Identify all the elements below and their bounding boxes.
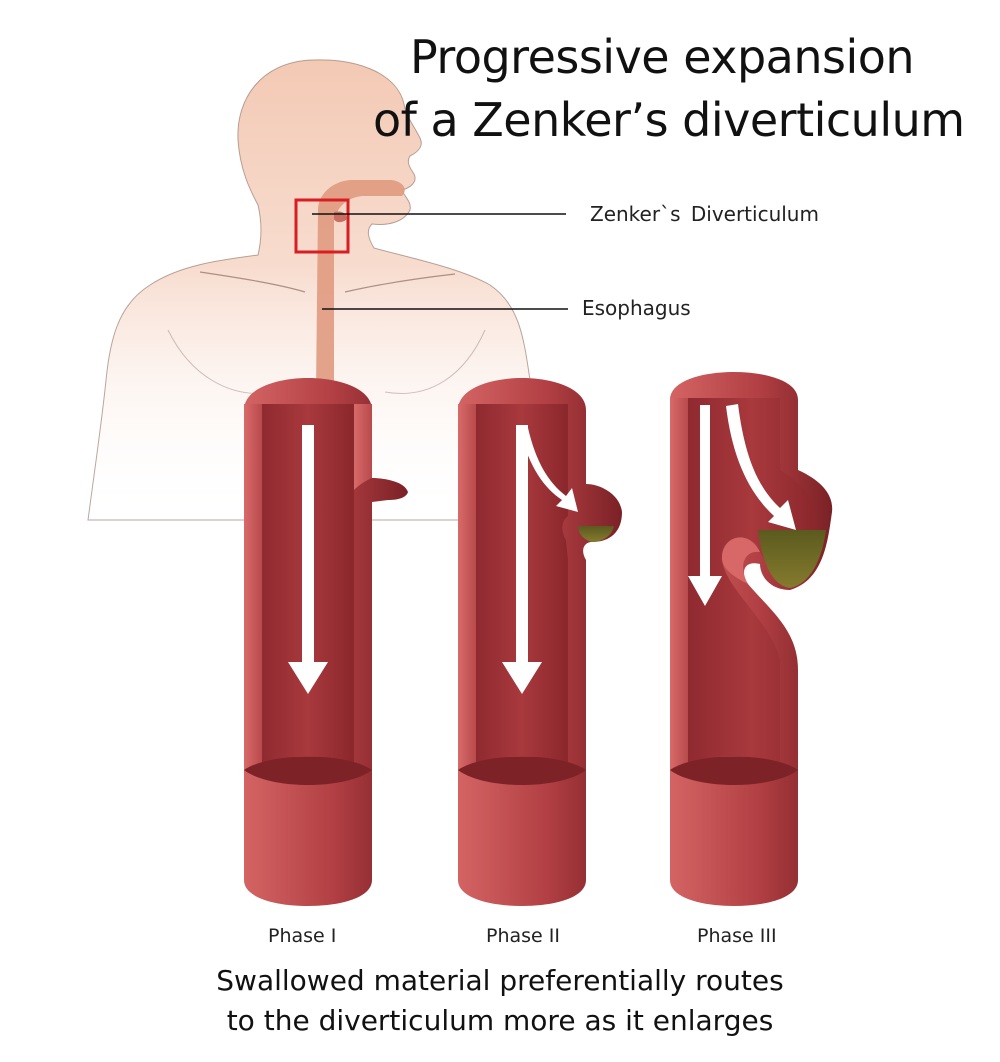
wall-cut-left-phase-3 — [670, 398, 688, 770]
lumen-bottom-phase-1 — [244, 756, 372, 785]
human-silhouette — [87, 59, 568, 521]
pectoral-right — [384, 329, 486, 394]
caption-line-1: Swallowed material preferentially routes — [216, 964, 784, 997]
pool-phase-3 — [758, 530, 826, 588]
arrow-straight-phase-2 — [502, 425, 542, 694]
esophagus-label: Esophagus — [582, 296, 691, 320]
wall-cut-right-phase-1 — [354, 404, 372, 490]
wall-cut-left-phase-2 — [458, 404, 476, 770]
arrow-phase-1 — [288, 425, 328, 694]
title-line-1: Progressive expansion — [410, 30, 915, 84]
arrow-curved-phase-3 — [726, 404, 796, 530]
arrow-curved-phase-2 — [520, 428, 578, 512]
lumen-bottom-phase-3 — [670, 756, 798, 785]
phase-1-label: Phase I — [268, 925, 337, 947]
esophagus-phase-1 — [244, 378, 408, 906]
tube-inner-phase-3 — [688, 398, 817, 770]
title-line-2: of a Zenker’s diverticulum — [373, 93, 965, 147]
esophagus-phase-2 — [458, 378, 622, 906]
caption-line-2: to the diverticulum more as it enlarges — [226, 1004, 774, 1037]
pool-phase-2 — [578, 526, 614, 542]
collarbone-left — [199, 271, 306, 293]
wall-fold-phase-3 — [722, 537, 760, 584]
collarbone-right — [344, 273, 456, 293]
wall-cut-left-phase-1 — [244, 404, 262, 770]
phase-3-label: Phase III — [697, 925, 777, 947]
phase-2-label: Phase II — [486, 925, 560, 947]
zenker-diverticulum-label: Zenker`s Diverticulum — [590, 202, 819, 226]
esophagus-phase-3 — [670, 372, 833, 906]
arrow-straight-phase-3 — [688, 405, 722, 606]
highlight-box — [294, 198, 350, 254]
lumen-bottom-phase-2 — [458, 756, 586, 785]
